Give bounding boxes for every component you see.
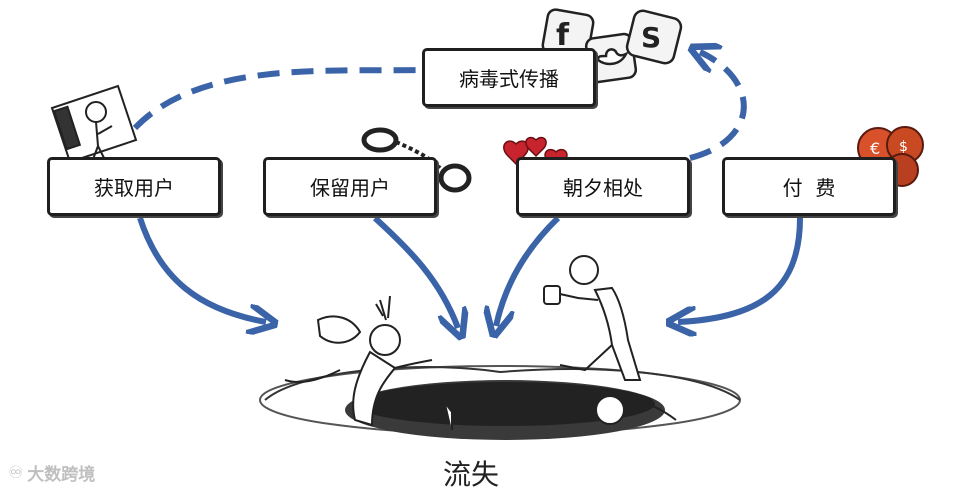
skype-icon: S [625,9,683,65]
churn-arrow-pay [678,218,800,322]
stage-acquire-users: 获取用户 [47,157,221,216]
churn-arrow-acquire [140,218,266,322]
stage-pay: 付 费 [722,157,896,216]
stage-retain-users: 保留用户 [263,157,437,216]
churn-caption: 流失 [443,453,499,493]
churn-arrow-retain [375,218,458,328]
logo-icon: ♾ [8,463,23,483]
svg-text:€: € [870,139,880,158]
watermark-text: 大数跨境 [27,460,95,485]
churn-arrow-engage [496,218,558,326]
svg-text:$: $ [899,139,908,155]
stage-label: 付 费 [783,172,836,201]
stage-label: 病毒式传播 [459,63,559,92]
stage-viral-spread: 病毒式传播 [422,48,596,107]
stage-label: 朝夕相处 [563,172,643,201]
walking-person-icon [544,256,640,380]
stage-engage: 朝夕相处 [516,157,690,216]
svg-text:S: S [641,21,661,54]
viral-loop-left [135,70,422,128]
viral-loop-right [690,52,744,158]
stage-label: 获取用户 [94,172,174,201]
door-icon [52,86,136,162]
stage-label: 保留用户 [310,172,390,201]
watermark: ♾ 大数跨境 [8,460,95,485]
churn-hole [260,366,740,440]
